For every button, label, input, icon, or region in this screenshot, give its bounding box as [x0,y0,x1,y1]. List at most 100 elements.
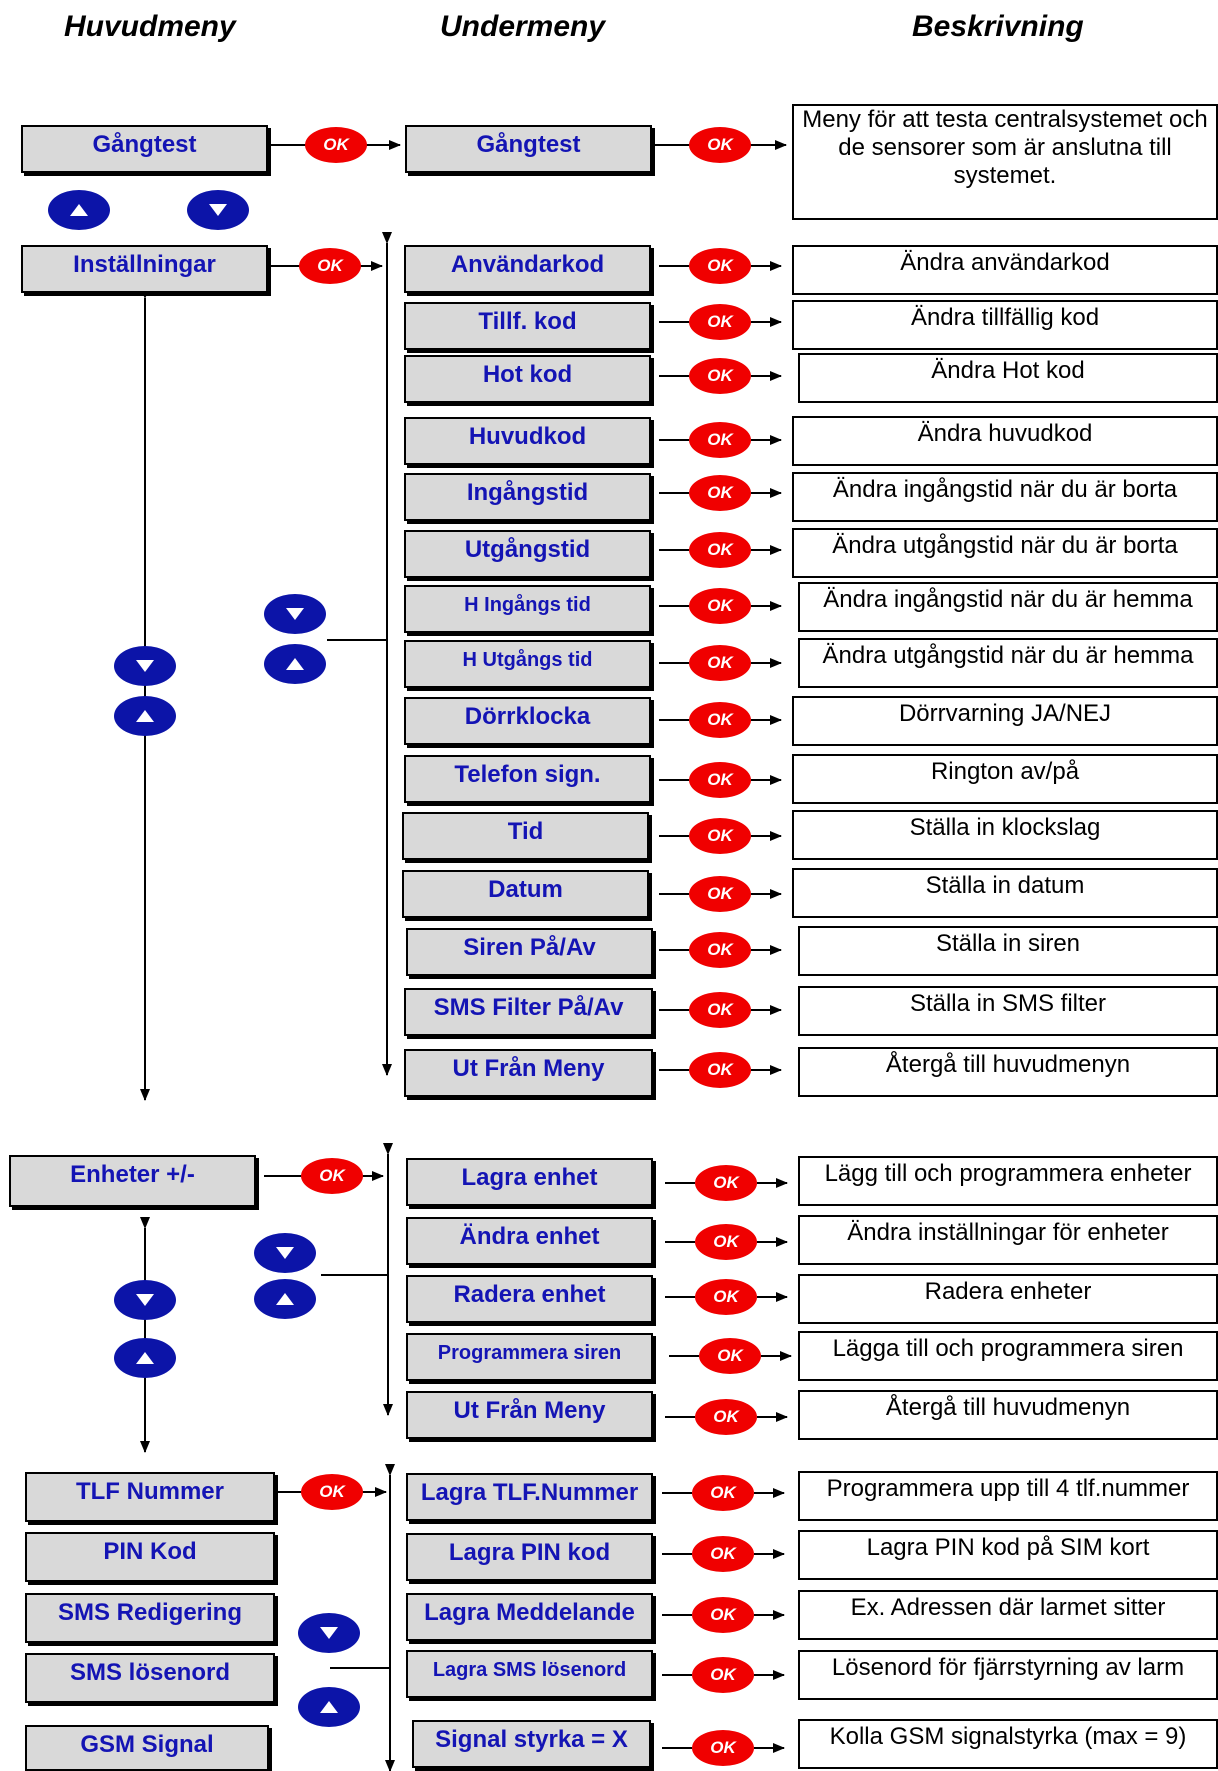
description-settings-row: Ändra utgångstid när du är hemma [798,638,1218,688]
sub-menu-settings-item[interactable]: H Ingångs tid [404,585,651,633]
main-menu-enheter[interactable]: Enheter +/- [9,1155,256,1207]
description-phone-row: Ex. Adressen där larmet sitter [798,1590,1218,1640]
ok-button-settings-row[interactable]: OK [689,992,751,1028]
description-phone-row: Lösenord för fjärrstyrning av larm [798,1650,1218,1700]
ok-button-installningar-main[interactable]: OK [299,248,361,284]
description-settings-row: Återgå till huvudmenyn [798,1047,1218,1097]
ok-button-gangtest-sub[interactable]: OK [689,127,751,163]
down-arrow-icon[interactable] [298,1613,360,1653]
ok-button-settings-row[interactable]: OK [689,702,751,738]
sub-menu-device-item[interactable]: Lagra enhet [406,1158,653,1206]
ok-button-settings-row[interactable]: OK [689,762,751,798]
ok-button-device-row[interactable]: OK [695,1399,757,1435]
ok-button-phone-row[interactable]: OK [692,1597,754,1633]
description-device-row: Ändra inställningar för enheter [798,1215,1218,1265]
sub-menu-device-item[interactable]: Programmera siren [406,1333,653,1381]
sub-menu-settings-item[interactable]: Användarkod [404,245,651,293]
ok-button-settings-row[interactable]: OK [689,422,751,458]
description-settings-row: Ställa in klockslag [792,810,1218,860]
sub-menu-settings-item[interactable]: Tillf. kod [404,302,651,350]
down-arrow-icon[interactable] [114,646,176,686]
description-phone-row: Lagra PIN kod på SIM kort [798,1530,1218,1580]
sub-menu-settings-item[interactable]: Ingångstid [404,473,651,521]
ok-button-settings-row[interactable]: OK [689,588,751,624]
sub-menu-settings-item[interactable]: Hot kod [404,355,651,403]
sub-menu-settings-item[interactable]: Dörrklocka [404,697,651,745]
down-arrow-icon[interactable] [187,190,249,230]
sub-menu-phone-item[interactable]: Signal styrka = X [412,1720,651,1768]
up-arrow-icon[interactable] [48,190,110,230]
ok-button-settings-row[interactable]: OK [689,818,751,854]
main-menu-installningar[interactable]: Inställningar [21,245,268,293]
ok-button-settings-row[interactable]: OK [689,532,751,568]
down-arrow-icon[interactable] [264,594,326,634]
ok-button-tlf-main[interactable]: OK [301,1474,363,1510]
ok-button-phone-row[interactable]: OK [692,1536,754,1572]
sub-menu-device-item[interactable]: Radera enhet [406,1275,653,1323]
sub-menu-settings-item[interactable]: Tid [402,812,649,860]
description-settings-row: Ställa in datum [792,868,1218,918]
main-menu-gangtest[interactable]: Gångtest [21,125,268,173]
sub-menu-settings-item[interactable]: Telefon sign. [404,755,651,803]
description-device-row: Återgå till huvudmenyn [798,1390,1218,1440]
description-settings-row: Ändra utgångstid när du är borta [792,528,1218,578]
ok-button-phone-row[interactable]: OK [692,1475,754,1511]
sub-menu-settings-item[interactable]: Ut Från Meny [404,1049,653,1097]
sub-menu-settings-item[interactable]: Siren På/Av [406,928,653,976]
ok-button-settings-row[interactable]: OK [689,1052,751,1088]
ok-button-settings-row[interactable]: OK [689,475,751,511]
ok-button-device-row[interactable]: OK [699,1338,761,1374]
sub-menu-settings-item[interactable]: Utgångstid [404,530,651,578]
ok-button-settings-row[interactable]: OK [689,645,751,681]
ok-button-gangtest-main[interactable]: OK [305,127,367,163]
description-gangtest: Meny för att testa centralsystemet och d… [792,104,1218,220]
sub-menu-phone-item[interactable]: Lagra SMS lösenord [406,1650,653,1698]
sub-menu-settings-item[interactable]: H Utgångs tid [404,640,651,688]
sub-menu-device-item[interactable]: Ut Från Meny [406,1391,653,1439]
ok-button-device-row[interactable]: OK [695,1279,757,1315]
main-menu-tlf-nummer[interactable]: TLF Nummer [25,1472,275,1522]
up-arrow-icon[interactable] [264,644,326,684]
description-phone-row: Kolla GSM signalstyrka (max = 9) [798,1719,1218,1769]
description-settings-row: Ändra huvudkod [792,416,1218,466]
up-arrow-icon[interactable] [114,1338,176,1378]
sub-menu-settings-item[interactable]: Huvudkod [404,417,651,465]
description-settings-row: Ändra ingångstid när du är hemma [798,582,1218,632]
up-arrow-icon[interactable] [298,1687,360,1727]
header-undermeny: Undermeny [440,10,606,43]
description-device-row: Lägga till och programmera siren [798,1331,1218,1381]
sub-menu-settings-item[interactable]: Datum [402,870,649,918]
description-device-row: Radera enheter [798,1274,1218,1324]
ok-button-phone-row[interactable]: OK [692,1657,754,1693]
ok-button-device-row[interactable]: OK [695,1165,757,1201]
sub-menu-phone-item[interactable]: Lagra PIN kod [406,1533,653,1581]
header-huvudmeny: Huvudmeny [64,10,236,43]
description-settings-row: Dörrvarning JA/NEJ [792,696,1218,746]
description-device-row: Lägg till och programmera enheter [798,1156,1218,1206]
description-settings-row: Rington av/på [792,754,1218,804]
ok-button-settings-row[interactable]: OK [689,248,751,284]
header-beskrivning: Beskrivning [912,10,1084,43]
main-menu-sms-losenord[interactable]: SMS lösenord [25,1653,275,1703]
sub-menu-device-item[interactable]: Ändra enhet [406,1217,653,1265]
up-arrow-icon[interactable] [114,696,176,736]
up-arrow-icon[interactable] [254,1279,316,1319]
description-settings-row: Ändra Hot kod [798,353,1218,403]
sub-menu-phone-item[interactable]: Lagra TLF.Nummer [406,1473,653,1521]
ok-button-device-row[interactable]: OK [695,1224,757,1260]
main-menu-pin-kod[interactable]: PIN Kod [25,1532,275,1582]
description-settings-row: Ändra ingångstid när du är borta [792,472,1218,522]
sub-menu-settings-item[interactable]: SMS Filter På/Av [404,988,653,1036]
sub-menu-gangtest[interactable]: Gångtest [405,125,652,173]
sub-menu-phone-item[interactable]: Lagra Meddelande [406,1593,653,1641]
main-menu-gsm-signal[interactable]: GSM Signal [25,1725,269,1771]
ok-button-settings-row[interactable]: OK [689,876,751,912]
down-arrow-icon[interactable] [114,1280,176,1320]
down-arrow-icon[interactable] [254,1233,316,1273]
ok-button-settings-row[interactable]: OK [689,932,751,968]
ok-button-phone-row[interactable]: OK [692,1730,754,1766]
ok-button-settings-row[interactable]: OK [689,358,751,394]
main-menu-sms-redigering[interactable]: SMS Redigering [25,1593,275,1643]
ok-button-settings-row[interactable]: OK [689,304,751,340]
ok-button-enheter-main[interactable]: OK [301,1158,363,1194]
